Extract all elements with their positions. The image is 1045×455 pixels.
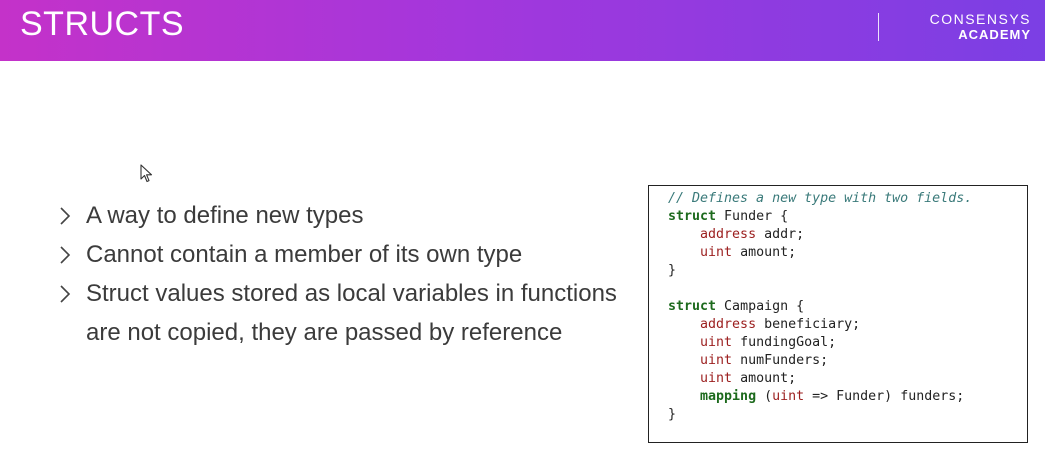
code-token: => Funder) funders; xyxy=(804,389,965,404)
code-token: amount; xyxy=(732,371,797,386)
code-token: struct xyxy=(668,209,717,224)
code-line: uint numFunders; xyxy=(668,352,972,370)
code-token: uint xyxy=(700,335,733,350)
brand-subtitle: ACADEMY xyxy=(958,27,1031,42)
mouse-pointer-icon xyxy=(140,164,153,183)
code-token: } xyxy=(668,263,677,278)
code-line: address addr; xyxy=(668,226,972,244)
code-line: uint fundingGoal; xyxy=(668,334,972,352)
code-token: mapping xyxy=(700,389,757,404)
code-line: struct Campaign { xyxy=(668,298,972,316)
code-token: amount; xyxy=(732,245,797,260)
code-token: struct xyxy=(668,299,717,314)
code-token: fundingGoal; xyxy=(732,335,837,350)
chevron-right-icon xyxy=(60,207,71,225)
chevron-right-icon xyxy=(60,285,71,303)
code-token: address xyxy=(700,227,757,242)
code-token: Funder { xyxy=(716,209,789,224)
brand-logo: CONSENSYS ACADEMY xyxy=(930,11,1031,43)
code-line: address beneficiary; xyxy=(668,316,972,334)
code-snippet: // Defines a new type with two fields. st… xyxy=(648,185,1028,443)
slide-title: STRUCTS xyxy=(20,5,185,43)
code-block: // Defines a new type with two fields. st… xyxy=(668,190,972,424)
code-token: uint xyxy=(772,389,805,404)
code-token: uint xyxy=(700,353,733,368)
code-line: struct Funder { xyxy=(668,208,972,226)
code-token: // Defines a new type with two fields. xyxy=(668,191,973,206)
code-line: uint amount; xyxy=(668,370,972,388)
code-token: beneficiary; xyxy=(756,317,861,332)
code-token: numFunders; xyxy=(732,353,829,368)
chevron-right-icon xyxy=(60,246,71,264)
bullet-list: A way to define new types Cannot contain… xyxy=(58,196,618,352)
bullet-text: A way to define new types xyxy=(86,202,364,229)
code-line: mapping (uint => Funder) funders; xyxy=(668,388,972,406)
bullet-item: Cannot contain a member of its own type xyxy=(58,235,618,274)
code-line xyxy=(668,280,972,298)
code-line: } xyxy=(668,262,972,280)
bullet-text: Struct values stored as local variables … xyxy=(86,280,617,346)
code-token: Campaign { xyxy=(716,299,805,314)
code-token: uint xyxy=(700,371,733,386)
code-line: } xyxy=(668,406,972,424)
code-token: ( xyxy=(756,389,773,404)
slide-header: STRUCTS CONSENSYS ACADEMY xyxy=(0,0,1045,61)
bullet-item: A way to define new types xyxy=(58,196,618,235)
code-token: uint xyxy=(700,245,733,260)
code-token: addr; xyxy=(756,227,805,242)
code-line: uint amount; xyxy=(668,244,972,262)
header-divider xyxy=(878,13,879,41)
code-token: } xyxy=(668,407,677,422)
bullet-text: Cannot contain a member of its own type xyxy=(86,241,523,268)
brand-name: CONSENSYS xyxy=(929,11,1031,27)
code-token: address xyxy=(700,317,757,332)
code-line: // Defines a new type with two fields. xyxy=(668,190,972,208)
bullet-item: Struct values stored as local variables … xyxy=(58,274,618,352)
